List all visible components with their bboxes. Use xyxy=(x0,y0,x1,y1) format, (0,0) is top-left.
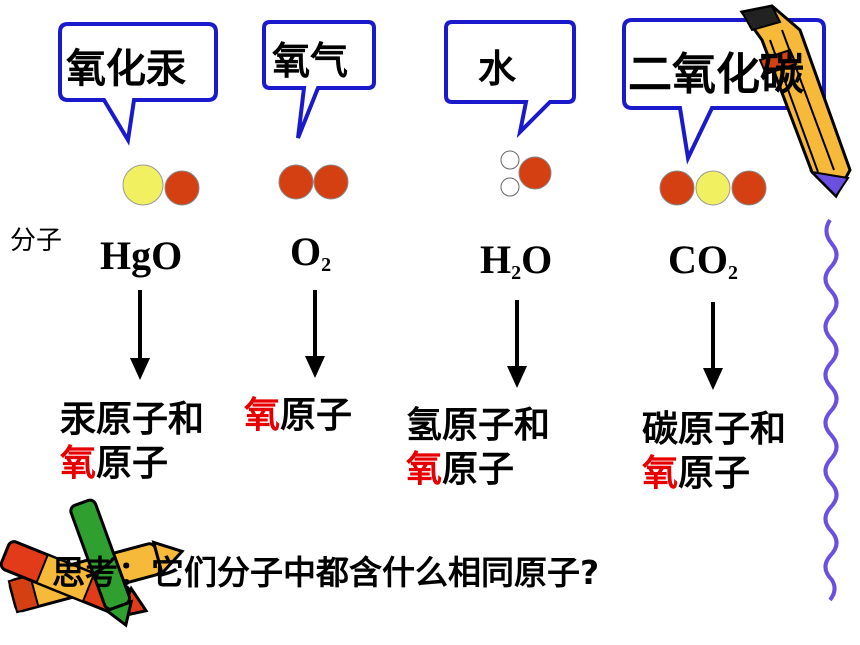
callout-hgo xyxy=(58,22,218,146)
crayons-icon xyxy=(0,498,185,628)
composition-hgo-oxygen: 氧 xyxy=(60,443,97,484)
arrow-hgo xyxy=(130,290,150,380)
molecule-hgo xyxy=(122,164,200,206)
composition-water-line2: 氧原子 xyxy=(406,448,550,492)
formula-water-base: H xyxy=(480,237,512,282)
composition-o2-oxygen: 氧 xyxy=(244,395,281,436)
composition-water-atom: 原子 xyxy=(442,449,515,490)
composition-o2-line1: 氧原子 xyxy=(244,394,352,438)
molecule-o2 xyxy=(278,164,349,200)
composition-co2: 碳原子和 氧原子 xyxy=(642,408,786,496)
formula-hgo-base: HgO xyxy=(100,233,183,278)
composition-o2-atom: 原子 xyxy=(280,395,353,436)
arrow-co2 xyxy=(703,302,723,390)
callout-text-o2: 氧气 xyxy=(272,39,349,83)
composition-water-line1: 氢原子和 xyxy=(406,405,551,446)
formula-water-sub: 2 xyxy=(511,262,522,284)
formula-o2-sub: 2 xyxy=(321,254,332,276)
formula-hgo: HgO xyxy=(100,232,182,279)
molecule-water xyxy=(500,150,552,197)
pencil-icon xyxy=(739,4,852,199)
wavy-line-decoration xyxy=(823,218,839,602)
formula-water-tail: O xyxy=(521,237,553,282)
composition-water: 氢原子和 氧原子 xyxy=(406,404,550,492)
formula-co2-sub: 2 xyxy=(728,262,738,284)
formula-co2: CO2 xyxy=(668,236,738,285)
composition-co2-line1: 碳原子和 xyxy=(642,409,787,450)
callout-water xyxy=(444,20,576,139)
callout-o2 xyxy=(262,20,376,139)
callout-text-water: 水 xyxy=(478,47,517,91)
formula-co2-base: CO xyxy=(668,237,728,282)
arrow-o2 xyxy=(305,290,325,378)
molecule-label: 分子 xyxy=(10,226,63,256)
callout-text-co2: 二氧化碳 xyxy=(628,49,804,100)
composition-co2-oxygen: 氧 xyxy=(642,453,679,494)
molecule-co2 xyxy=(659,170,767,206)
formula-o2: O2 xyxy=(290,228,331,277)
arrow-water xyxy=(507,300,527,388)
callout-text-hgo: 氧化汞 xyxy=(66,46,186,92)
composition-hgo-atom: 原子 xyxy=(96,443,169,484)
composition-hgo: 汞原子和 氧原子 xyxy=(60,398,204,486)
composition-co2-atom: 原子 xyxy=(678,453,751,494)
composition-hgo-line2: 氧原子 xyxy=(60,442,204,486)
composition-co2-line2: 氧原子 xyxy=(642,452,786,496)
composition-o2: 氧原子 xyxy=(244,394,352,438)
think-question: 思考：它们分子中都含什么相同原子? xyxy=(52,553,600,592)
composition-water-oxygen: 氧 xyxy=(406,449,443,490)
formula-o2-base: O xyxy=(290,229,322,274)
composition-hgo-line1: 汞原子和 xyxy=(60,399,205,440)
formula-water: H2O xyxy=(480,236,552,285)
